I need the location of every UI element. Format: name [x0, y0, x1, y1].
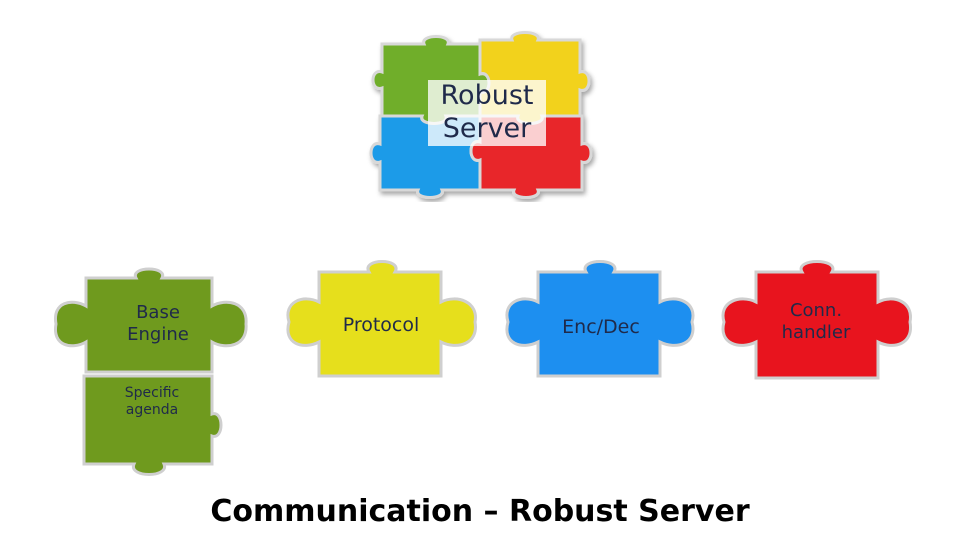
- base-engine-piece: [54, 267, 248, 374]
- protocol-shape: [286, 260, 477, 378]
- slide-title: Communication – Robust Server: [210, 494, 750, 529]
- conn-handler-shape: [721, 260, 912, 380]
- base-engine-shape: [54, 267, 248, 374]
- base-engine-line2: Engine: [127, 323, 189, 345]
- hero-label-line2: Server: [442, 112, 532, 144]
- hero-label-line1: Robust: [440, 80, 534, 111]
- specific-agenda-shape: [82, 374, 223, 476]
- protocol-piece: [286, 260, 477, 378]
- enc-dec-piece: [505, 260, 695, 378]
- conn-handler-line1: Conn.: [789, 300, 843, 321]
- conn-handler-line2: handler: [781, 321, 851, 343]
- specific-agenda-line2: agenda: [125, 401, 179, 418]
- base-engine-label: Base Engine: [110, 302, 206, 345]
- conn-handler-piece: [721, 260, 912, 380]
- protocol-label: Protocol: [342, 314, 420, 336]
- specific-agenda-label: Specific agenda: [112, 385, 192, 419]
- base-engine-line1: Base: [136, 302, 180, 323]
- specific-agenda-line1: Specific: [124, 385, 180, 401]
- enc-dec-shape: [505, 260, 695, 378]
- specific-agenda-piece: [82, 374, 223, 476]
- conn-handler-label: Conn. handler: [768, 300, 864, 343]
- enc-dec-label: Enc/Dec: [562, 316, 640, 338]
- robust-server-label: Robust Server: [428, 80, 546, 146]
